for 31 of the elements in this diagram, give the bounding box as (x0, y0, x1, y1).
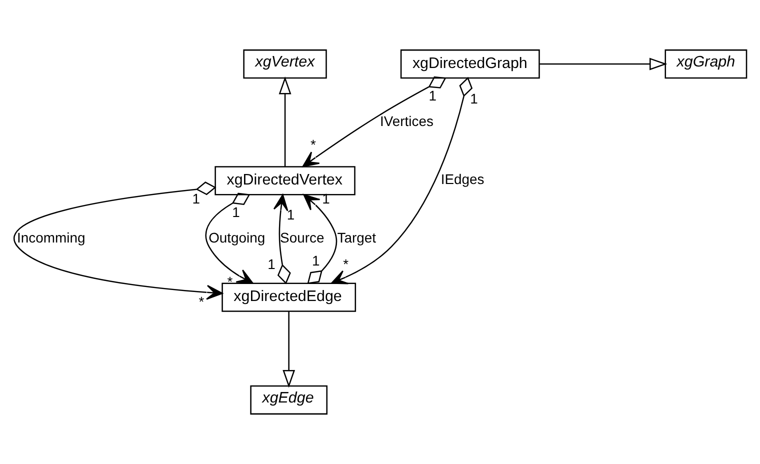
arrow (330, 76, 473, 284)
label: * (310, 136, 316, 153)
edge-label: IEdges (440, 171, 484, 188)
label: * (343, 256, 349, 272)
label: 1 (312, 252, 320, 268)
edge-label: IVertices (380, 112, 434, 129)
label: 1 (268, 256, 276, 272)
arrow (303, 194, 338, 284)
arrow (14, 182, 223, 300)
node-box: xgDirectedVertex (214, 166, 356, 196)
label: * (198, 293, 204, 310)
arrow (282, 311, 296, 388)
edge-label: Outgoing (208, 230, 266, 246)
edge-label: Target (337, 230, 376, 246)
label: 1 (192, 190, 200, 207)
node-box: xgDirectedEdge (222, 282, 356, 312)
arrow (540, 58, 668, 70)
label: 1 (428, 88, 436, 104)
node-box: xgDirectedGraph (400, 49, 540, 79)
label: 1 (470, 90, 478, 107)
label: 1 (232, 204, 240, 220)
arrow (278, 76, 292, 166)
arrow (273, 194, 291, 284)
label: 1 (286, 206, 295, 223)
node-box: xgGraph (664, 49, 748, 79)
arrow (302, 76, 446, 168)
node-box: xgVertex (243, 49, 327, 79)
edge-label: Incomming (17, 230, 86, 246)
arrow (205, 192, 254, 284)
edge-label: Source (280, 230, 324, 246)
node-box: xgEdge (250, 385, 328, 415)
